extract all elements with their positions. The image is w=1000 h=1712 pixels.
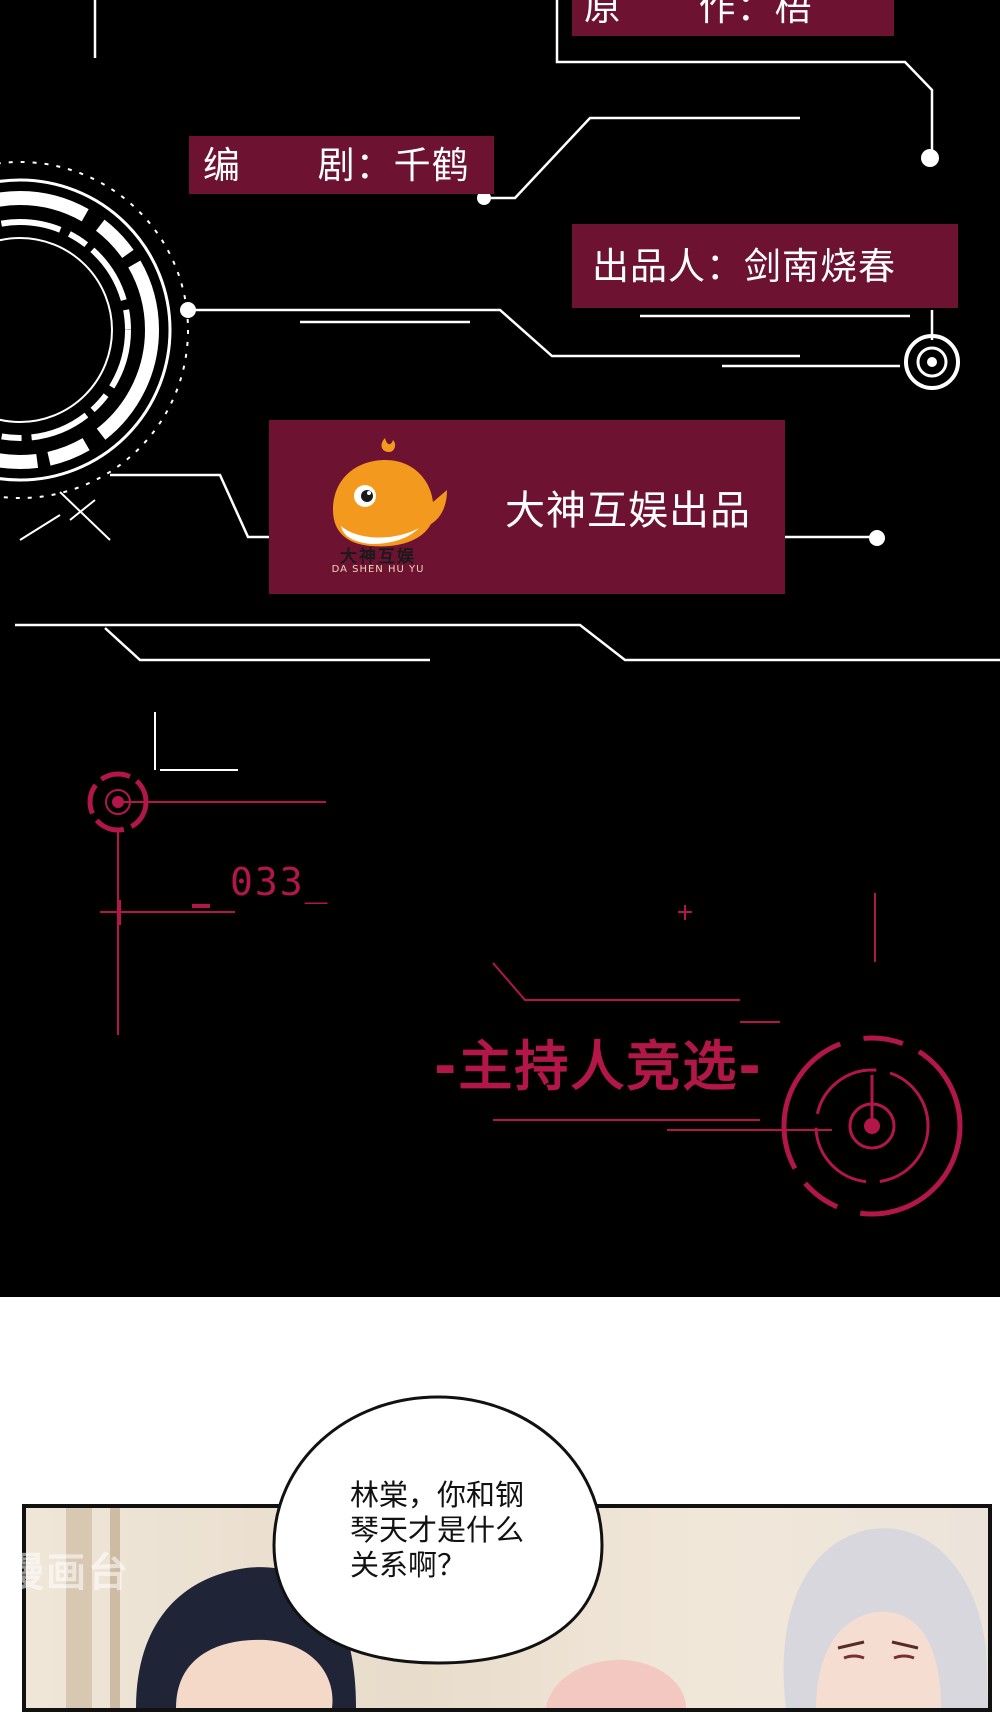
credit-producer-label: 出品人： (592, 244, 744, 288)
credit-original-label: 原 作： (584, 0, 775, 29)
credit-original-value: 梧 (774, 0, 813, 29)
publisher-plate: 大神互娱 DA SHEN HU YU 大神互娱出品 (269, 420, 785, 594)
publisher-text: 大神互娱出品 (505, 488, 751, 534)
speech-bubble (272, 1395, 604, 1665)
chapter-title: -主持人竞选- (434, 1035, 763, 1098)
logo-chinese-name: 大神互娱 (340, 547, 416, 567)
whale-logo-icon (333, 438, 447, 547)
title-page: 原 作： 梧 编 剧： 千鹤 出品人： 剑南烧春 大神互娱 DA SHEN HU… (0, 0, 1000, 1297)
credit-writer-label: 编 剧： (203, 143, 394, 187)
credit-writer: 编 剧： 千鹤 (189, 136, 494, 194)
speech-line: 关系啊？ (350, 1548, 467, 1582)
credit-producer-value: 剑南烧春 (744, 244, 896, 288)
circuit-decoration (0, 0, 1000, 1217)
watermark-text: 漫画台 (4, 1550, 130, 1596)
speech-bubble-text: 林棠，你和钢 琴天才是什么 关系啊？ (350, 1478, 560, 1583)
credit-producer: 出品人： 剑南烧春 (572, 224, 958, 308)
speech-line: 林棠，你和钢 (350, 1478, 525, 1512)
logo-english-name: DA SHEN HU YU (331, 564, 425, 575)
chapter-number: 033_ (230, 860, 330, 904)
credit-writer-value: 千鹤 (393, 143, 470, 187)
speech-line: 琴天才是什么 (350, 1513, 525, 1547)
credit-original-author: 原 作： 梧 (572, 0, 894, 36)
